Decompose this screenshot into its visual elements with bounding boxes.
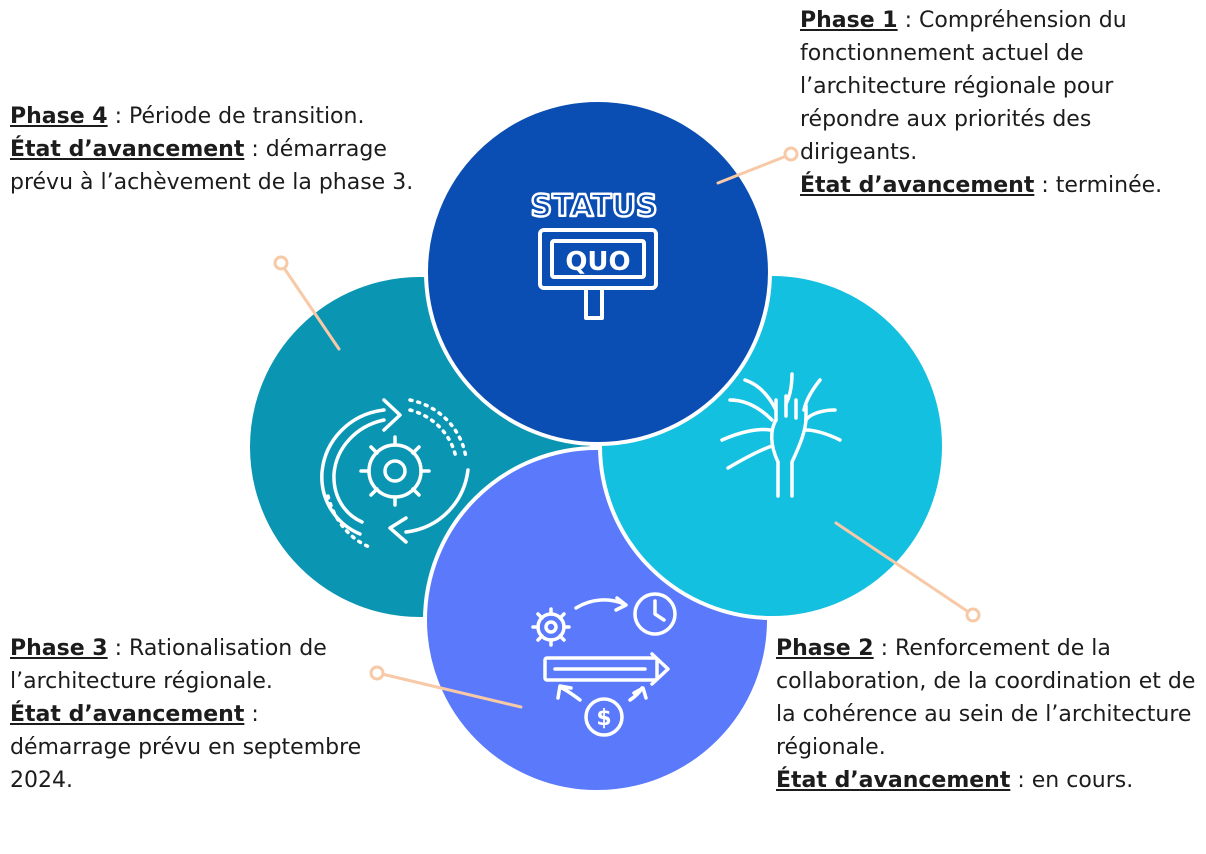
phase1-status: : terminée. — [1034, 173, 1163, 198]
phase1-connector-dot — [783, 146, 799, 162]
phase4-status-label: État d’avancement — [10, 137, 245, 162]
gear-cycle-icon — [320, 398, 470, 550]
phase4-connector-dot — [273, 255, 289, 271]
phase1-connector — [716, 153, 791, 185]
phase1-text: Phase 1 : Compréhension du fonctionnemen… — [800, 4, 1200, 202]
phase3-connector-dot — [369, 665, 385, 681]
clock-icon — [633, 592, 677, 636]
phase2-status-label: État d’avancement — [776, 768, 1011, 793]
phase4-status: : démarrage prévu à l’achèvement de la p… — [10, 137, 414, 195]
dollar-coin-icon — [584, 697, 624, 737]
phase4-text: Phase 4 : Période de transition. État d’… — [10, 100, 430, 199]
phase2-connector — [834, 521, 972, 615]
phase2-text: Phase 2 : Renforcement de la collaborati… — [776, 632, 1201, 797]
phase3-label: Phase 3 — [10, 636, 108, 661]
svg-text:$: $ — [596, 706, 611, 731]
phase1-circle — [424, 98, 772, 446]
team-hands-icon — [720, 372, 842, 498]
phase2-label: Phase 2 — [776, 636, 874, 661]
connectors — [273, 146, 981, 709]
phase4-label: Phase 4 — [10, 104, 108, 129]
efficiency-process-icon: $ — [531, 592, 677, 737]
phase4-description: : Période de transition. — [107, 104, 365, 129]
status-quo-bottom-text: QUO — [565, 247, 630, 277]
phase1-label: Phase 1 — [800, 8, 898, 33]
phase2-status: : en cours. — [1010, 768, 1134, 793]
phase2-description: : Renforcement de la collaboration, de l… — [776, 636, 1196, 760]
phase3-status-label: État d’avancement — [10, 702, 245, 727]
phase3-connector — [380, 672, 523, 709]
phase3-description: : Rationalisation de l’architecture régi… — [10, 636, 327, 694]
phase2-connector-dot — [965, 607, 981, 623]
status-quo-sign-icon: STATUS QUO — [529, 188, 659, 320]
phase3-text: Phase 3 : Rationalisation de l’architect… — [10, 632, 370, 797]
phase3-status: : démarrage prévu en septembre 2024. — [10, 702, 362, 793]
phase1-description: : Compréhension du fonctionnement actuel… — [800, 8, 1127, 165]
status-quo-top-text: STATUS — [530, 189, 657, 224]
phase4-connector — [282, 266, 341, 351]
phase1-status-label: État d’avancement — [800, 173, 1035, 198]
